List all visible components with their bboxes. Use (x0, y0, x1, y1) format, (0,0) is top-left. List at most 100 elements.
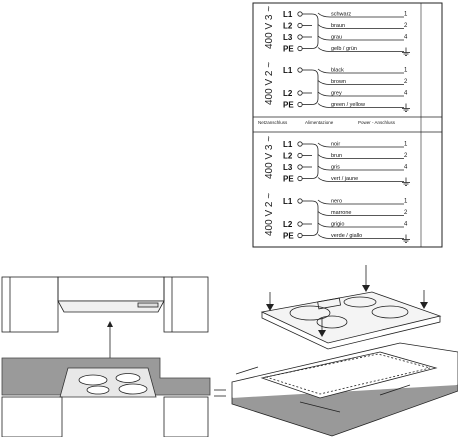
wire-bundle-brace (311, 143, 319, 179)
worktop-cutout (260, 351, 438, 399)
terminal-label: L3 (283, 163, 293, 172)
left-base-cabinet (1, 396, 63, 437)
range-hood-front (57, 300, 165, 313)
header-text: Power - Anschluss (358, 120, 396, 125)
terminal-connector (297, 67, 303, 73)
wire-line (317, 177, 404, 182)
terminal-label: L1 (283, 140, 293, 149)
header-text: Netzanschluss (258, 120, 288, 125)
terminal-label: L2 (283, 220, 293, 229)
kitchen-scene (1, 276, 226, 437)
voltage-label: 400 V 3 ~ (264, 136, 275, 179)
hob-burner (115, 373, 141, 383)
wire-number: 4 (404, 165, 408, 171)
wire-color-label: brun (331, 153, 342, 159)
hob-zone (316, 315, 348, 329)
dimension-line (299, 401, 341, 413)
wire-line (317, 199, 404, 205)
wire-line (317, 80, 404, 85)
terminal-connector (297, 11, 303, 17)
wire-number: 1 (404, 142, 408, 148)
wire-line (317, 154, 404, 159)
wire-color-label: schwarz (331, 12, 351, 18)
terminal-connector (297, 45, 303, 52)
wire-number: 4 (404, 91, 408, 97)
left-upper-cabinet (1, 276, 59, 333)
wire-number: 4 (404, 222, 408, 228)
right-base-cabinet (163, 396, 209, 437)
wire-number: 2 (404, 23, 408, 29)
hob-glass-top (260, 291, 442, 344)
wire-line (317, 68, 404, 74)
terminal-label: PE (283, 45, 294, 54)
voltage-label: 400 V 3 ~ (264, 6, 275, 49)
wire-line (317, 222, 404, 228)
hob-burner (118, 383, 148, 395)
terminal-connector (297, 232, 303, 239)
wire-number: 1 (404, 68, 408, 74)
dimension-line (379, 384, 411, 396)
terminal-label: PE (283, 101, 294, 110)
terminal-label: L2 (283, 152, 293, 161)
wire-number: 2 (404, 210, 408, 216)
wire-number: 2 (404, 153, 408, 159)
wire-number: 4 (404, 35, 408, 41)
hob-installation (231, 265, 458, 437)
hob-burner (78, 374, 108, 386)
wire-bundle-brace (311, 69, 319, 105)
wire-number: 2 (404, 79, 408, 85)
wire-line (317, 165, 404, 171)
terminal-label: L1 (283, 197, 293, 206)
hood-light (137, 302, 159, 308)
terminal-connector (297, 141, 303, 147)
terminal-connector (297, 152, 303, 159)
wire-color-label: brown (331, 79, 346, 85)
wire-color-label: grau (331, 35, 342, 41)
wire-line (317, 24, 404, 29)
wire-number: 1 (404, 12, 408, 18)
terminal-label: L1 (283, 10, 293, 19)
hob-burner (86, 385, 110, 395)
right-upper-cabinet (163, 276, 209, 333)
wire-color-label: nero (331, 199, 342, 205)
wire-line (317, 47, 404, 52)
range-hood (57, 276, 165, 302)
wiring-panel-frame (252, 2, 443, 248)
wire-line (317, 142, 404, 148)
terminal-connector (297, 101, 303, 108)
terminal-connector (297, 198, 303, 204)
wire-line (317, 234, 404, 239)
wire-color-label: verde / giallo (331, 233, 362, 239)
terminal-connector (297, 22, 303, 29)
voltage-label: 400 V 2 ~ (264, 193, 275, 236)
wire-color-label: gris (331, 165, 340, 171)
wire-color-label: vert / jaune (331, 176, 358, 182)
wire-color-label: green / yellow (331, 102, 365, 108)
wire-color-label: braun (331, 23, 345, 29)
wire-line (317, 91, 404, 97)
header-text: Alimentazione (305, 120, 334, 125)
worktop-edge (231, 385, 458, 437)
wire-bundle-brace (311, 13, 319, 49)
wire-color-label: noir (331, 142, 340, 148)
terminal-label: PE (283, 232, 294, 241)
wire-line (317, 211, 404, 216)
wire-line (317, 35, 404, 41)
control-strip (317, 297, 341, 310)
wire-number: 1 (404, 199, 408, 205)
terminal-connector (297, 221, 303, 227)
column-headers: Netzanschluss Alimentazione Power - Ansc… (258, 120, 396, 125)
wire-line (317, 103, 404, 108)
wire-color-label: grey (331, 91, 342, 97)
terminal-connector (297, 34, 303, 40)
terminal-label: L3 (283, 33, 293, 42)
terminal-label: L1 (283, 66, 293, 75)
dimension-line (235, 366, 259, 375)
hob-zone (343, 296, 377, 308)
terminal-label: L2 (283, 89, 293, 98)
terminal-connector (297, 175, 303, 182)
terminal-label: PE (283, 175, 294, 184)
terminal-connector (297, 164, 303, 170)
